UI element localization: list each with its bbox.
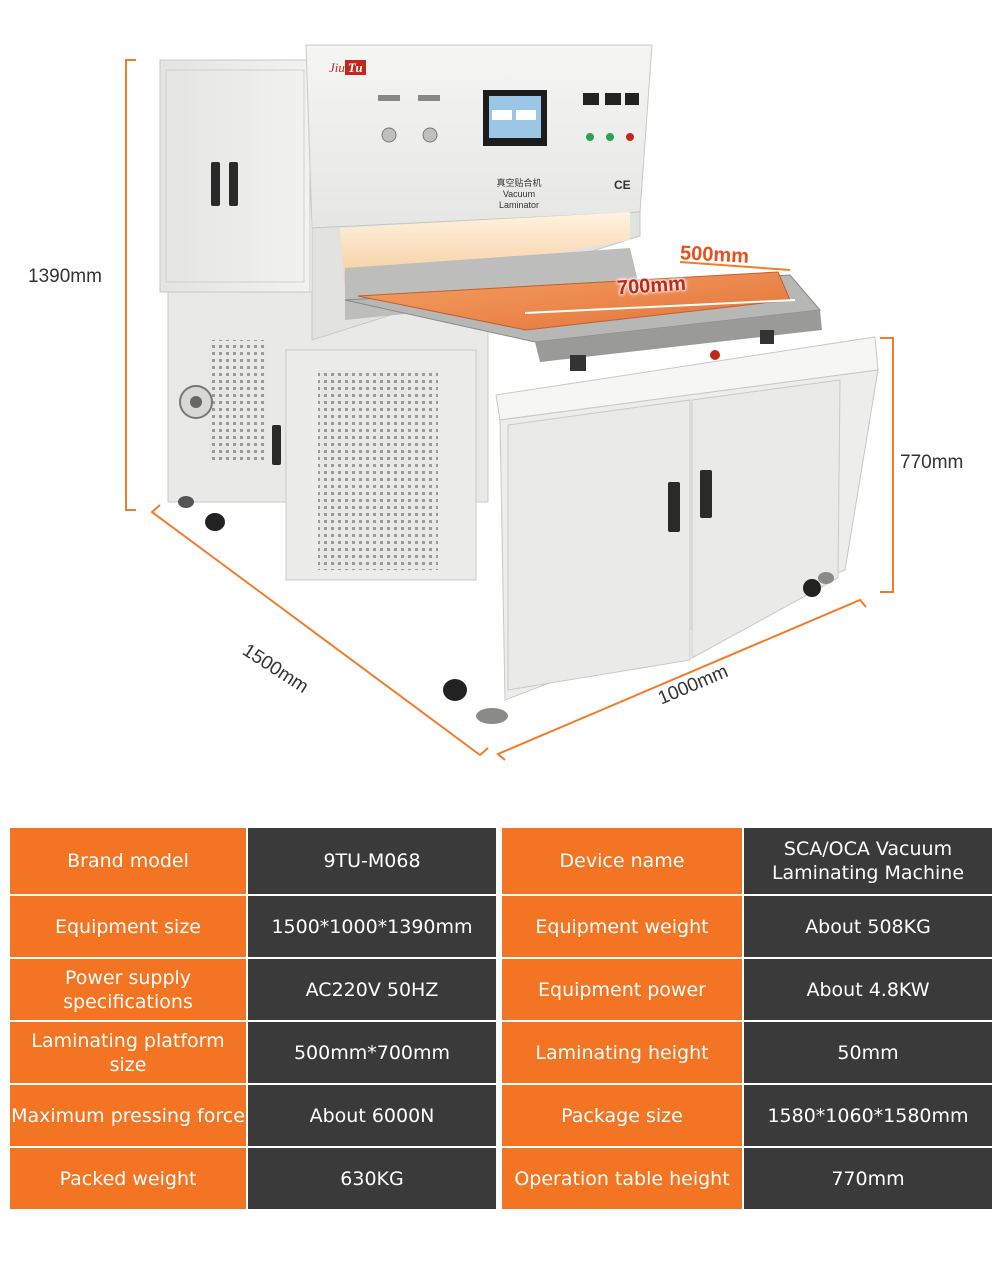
- spec-value: 1500*1000*1390mm: [247, 895, 496, 959]
- dimension-table-height-label: 770mm: [900, 452, 964, 473]
- spec-label: Equipment weight: [502, 895, 744, 959]
- spec-value: 500mm*700mm: [247, 1021, 496, 1085]
- spec-label: Device name: [502, 828, 744, 896]
- spec-value: 630KG: [247, 1147, 496, 1211]
- platform-width-label: 700mm: [616, 272, 687, 300]
- spec-label: Operation table height: [502, 1147, 744, 1211]
- table-row: Laminating height 50mm: [502, 1021, 992, 1085]
- table-row: Packed weight 630KG: [10, 1147, 496, 1211]
- spec-label: Maximum pressing force: [10, 1084, 248, 1148]
- laminating-platform: [344, 261, 822, 371]
- machine-nameplate: 真空贴合机 Vacuum Laminator: [484, 178, 554, 211]
- spec-value: 50mm: [743, 1021, 992, 1085]
- table-row: Maximum pressing force About 6000N: [10, 1084, 496, 1148]
- platform-depth-label: 500mm: [679, 242, 750, 268]
- spec-label: Laminating platform size: [10, 1021, 248, 1085]
- table-row: Device name SCA/OCA Vacuum Laminating Ma…: [502, 828, 992, 896]
- spec-value: SCA/OCA Vacuum Laminating Machine: [743, 828, 992, 896]
- spec-label: Equipment power: [502, 958, 744, 1022]
- machine-name-en: Vacuum Laminator: [498, 189, 540, 210]
- spec-value: About 6000N: [247, 1084, 496, 1148]
- dimension-lines: [125, 59, 894, 761]
- spec-label: Power supply specifications: [10, 958, 248, 1022]
- spec-value: About 508KG: [743, 895, 992, 959]
- table-row: Operation table height 770mm: [502, 1147, 992, 1211]
- left-cabinet: [159, 59, 489, 581]
- spec-value: About 4.8KW: [743, 958, 992, 1022]
- machine-illustration: [125, 44, 894, 761]
- spec-value: 1580*1060*1580mm: [743, 1084, 992, 1148]
- table-row: Brand model 9TU-M068: [10, 828, 496, 896]
- machine-name-cn: 真空贴合机: [496, 178, 542, 188]
- spec-value: 9TU-M068: [247, 828, 496, 896]
- table-row: Equipment size 1500*1000*1390mm: [10, 895, 496, 959]
- spec-table-right: Device name SCA/OCA Vacuum Laminating Ma…: [502, 828, 992, 1211]
- table-row: Power supply specifications AC220V 50HZ: [10, 958, 496, 1022]
- dimension-height-label: 1390mm: [28, 266, 102, 287]
- spec-label: Brand model: [10, 828, 248, 896]
- ce-mark: CE: [614, 178, 631, 192]
- spec-label: Equipment size: [10, 895, 248, 959]
- table-row: Equipment weight About 508KG: [502, 895, 992, 959]
- front-cabinet: [443, 336, 879, 724]
- spec-value: 770mm: [743, 1147, 992, 1211]
- spec-value: AC220V 50HZ: [247, 958, 496, 1022]
- spec-label: Package size: [502, 1084, 744, 1148]
- table-row: Laminating platform size 500mm*700mm: [10, 1021, 496, 1085]
- spec-label: Packed weight: [10, 1147, 248, 1211]
- spec-label: Laminating height: [502, 1021, 744, 1085]
- table-row: Package size 1580*1060*1580mm: [502, 1084, 992, 1148]
- spec-table-left: Brand model 9TU-M068 Equipment size 1500…: [10, 828, 496, 1211]
- table-row: Equipment power About 4.8KW: [502, 958, 992, 1022]
